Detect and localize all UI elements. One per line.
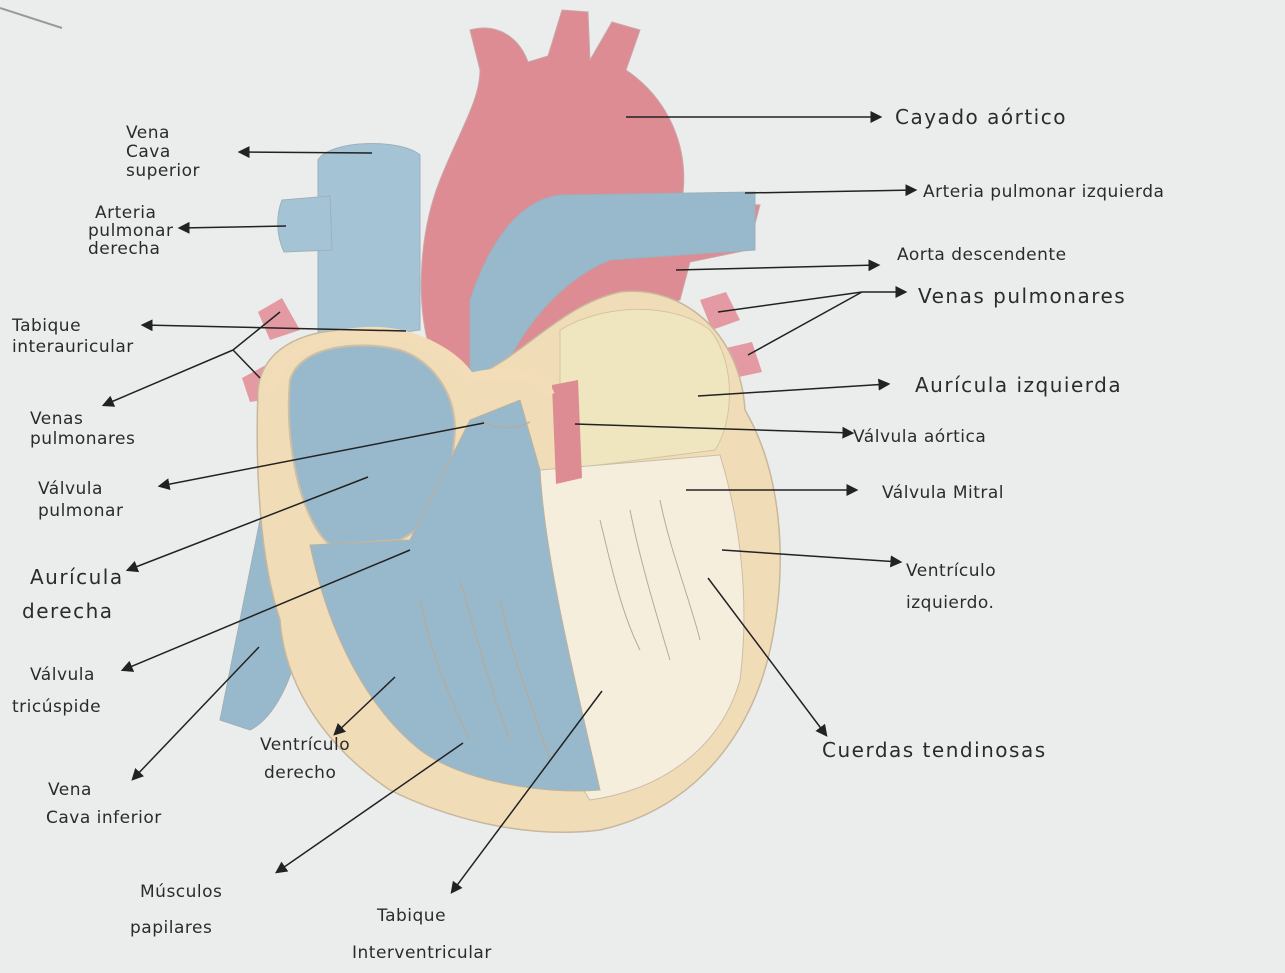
label-tabique-interauricular-1: Tabique xyxy=(11,316,81,336)
label-vena-cava-superior-1: Vena xyxy=(126,123,170,143)
label-tabique-interventricular-2: Interventricular xyxy=(352,943,492,963)
label-ventriculo-izquierdo-1: Ventrículo xyxy=(906,561,996,581)
label-arteria-pulmonar-izquierda: Arteria pulmonar izquierda xyxy=(923,182,1164,202)
label-arteria-pulmonar-derecha-2: pulmonar xyxy=(88,221,173,241)
label-arteria-pulmonar-derecha-1: Arteria xyxy=(95,203,156,223)
label-valvula-tricuspide-1: Válvula xyxy=(30,665,95,685)
label-aorta-descendente: Aorta descendente xyxy=(897,245,1067,265)
label-arteria-pulmonar-derecha-3: derecha xyxy=(88,239,160,259)
label-venas-pulmonares-right: Venas pulmonares xyxy=(918,284,1126,308)
label-ventriculo-izquierdo-2: izquierdo. xyxy=(906,593,994,613)
left-atrium xyxy=(560,309,729,470)
label-venas-pulmonares-left-2: pulmonares xyxy=(30,429,135,449)
label-cayado-aortico: Cayado aórtico xyxy=(895,105,1067,129)
superior-vena-cava xyxy=(318,144,420,345)
label-vena-cava-superior-3: superior xyxy=(126,161,200,181)
label-auricula-derecha-1: Aurícula xyxy=(30,565,124,589)
label-musculos-papilares-1: Músculos xyxy=(140,882,222,902)
pulmonary-vein-upper-left xyxy=(258,298,300,340)
label-tabique-interventricular-1: Tabique xyxy=(376,906,446,926)
label-valvula-aortica: Válvula aórtica xyxy=(853,427,986,447)
label-valvula-pulmonar-1: Válvula xyxy=(38,479,103,499)
label-ventriculo-derecho-2: derecho xyxy=(264,763,336,783)
aortic-valve-region xyxy=(552,380,582,484)
heart-illustration xyxy=(220,10,780,832)
label-ventriculo-derecho-1: Ventrículo xyxy=(260,735,350,755)
label-vena-cava-inferior-2: Cava inferior xyxy=(46,808,162,828)
paper-mark xyxy=(0,8,62,28)
label-auricula-derecha-2: derecha xyxy=(22,599,114,623)
right-pulmonary-artery xyxy=(278,196,332,252)
label-valvula-pulmonar-2: pulmonar xyxy=(38,501,123,521)
label-valvula-tricuspide-2: tricúspide xyxy=(12,697,101,717)
label-vena-cava-superior-2: Cava xyxy=(126,142,171,162)
label-venas-pulmonares-left-1: Venas xyxy=(30,409,83,429)
label-valvula-mitral: Válvula Mitral xyxy=(882,483,1004,503)
label-musculos-papilares-2: papilares xyxy=(130,918,212,938)
label-cuerdas-tendinosas: Cuerdas tendinosas xyxy=(822,738,1047,762)
label-tabique-interauricular-2: interauricular xyxy=(12,337,134,357)
label-vena-cava-inferior-1: Vena xyxy=(48,780,92,800)
label-auricula-izquierda: Aurícula izquierda xyxy=(915,373,1122,397)
